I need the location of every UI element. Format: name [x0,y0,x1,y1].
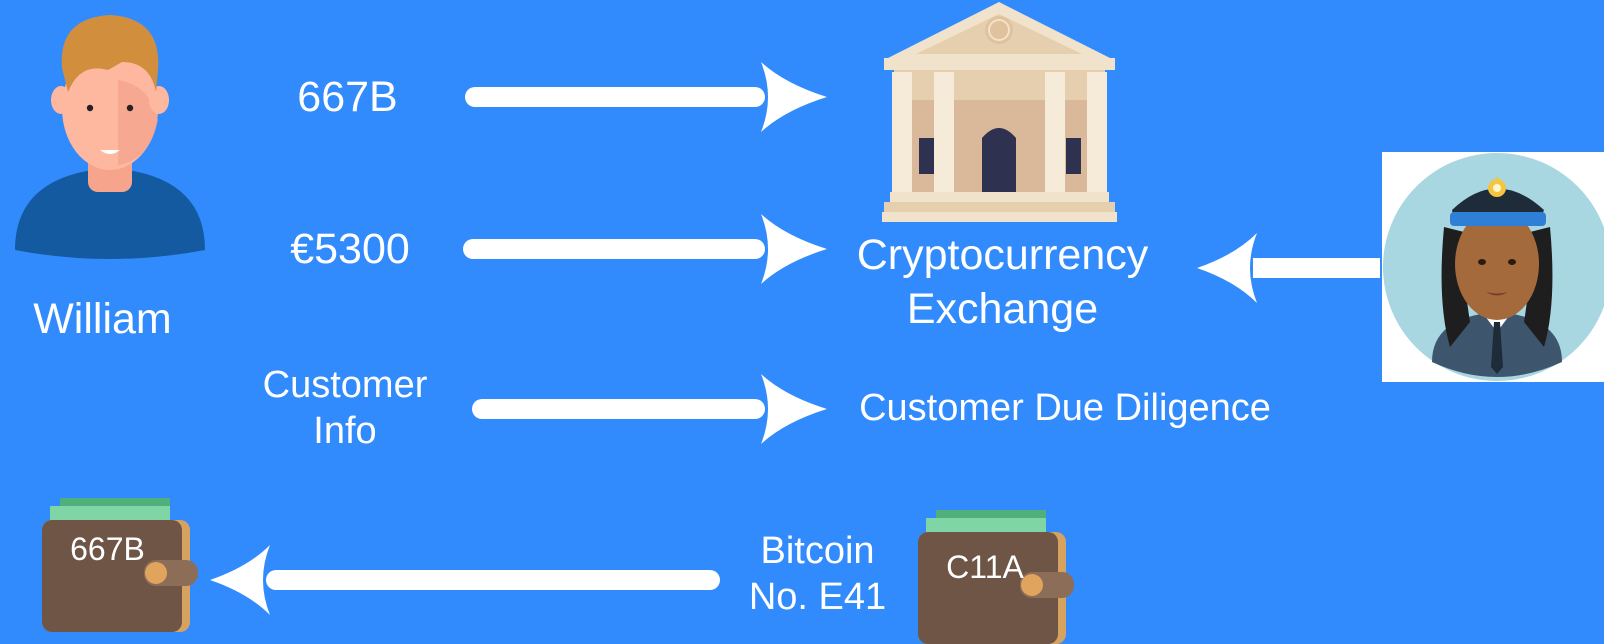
cdd-label: Customer Due Diligence [859,387,1271,429]
flow-label-amount: 667B [297,73,398,121]
arrow-right-icon [472,374,830,444]
police-officer-icon [1382,152,1604,382]
flow-label-euro: €5300 [290,225,410,273]
person-name: William [33,295,172,343]
bank-building-icon [882,0,1117,225]
customer-label-line2: Info [313,410,377,452]
wallet-icon [40,496,200,636]
bitcoin-label: Bitcoin No. E41 [730,528,905,620]
arrow-left-icon [1195,233,1380,303]
exchange-label: Cryptocurrency Exchange [835,228,1170,336]
bitcoin-label-line1: Bitcoin [760,530,875,572]
exchange-label-line2: Exchange [906,285,1099,333]
bitcoin-label-line2: No. E41 [748,576,887,618]
flow-label-customer: Customer Info [250,362,440,454]
arrow-right-icon [463,214,830,284]
man-avatar-icon [10,10,210,265]
exchange-label-line1: Cryptocurrency [856,231,1149,279]
arrow-left-icon [208,545,720,615]
wallet-left-label: 667B [70,531,145,567]
wallet-right-label: C11A [946,549,1024,585]
wallet-icon [916,508,1076,644]
customer-label-line1: Customer [262,364,428,406]
arrow-right-icon [465,62,830,132]
